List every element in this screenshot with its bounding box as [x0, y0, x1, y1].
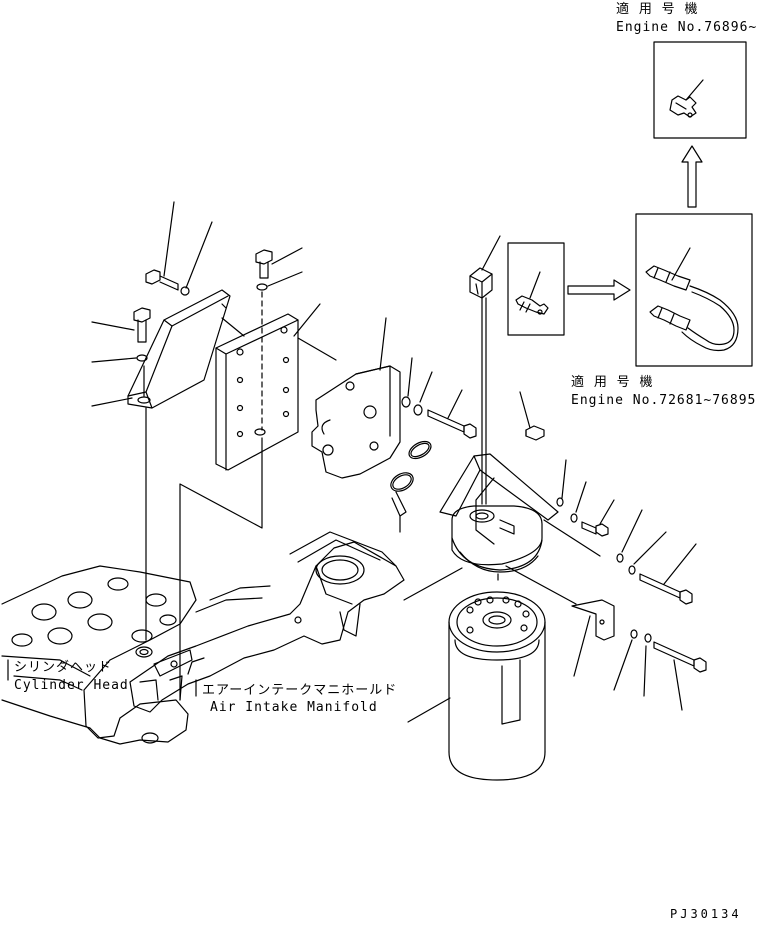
guide-line	[544, 520, 600, 556]
guide-line	[222, 318, 336, 360]
leader-line	[520, 392, 530, 428]
leader-line	[408, 698, 450, 722]
leader-line	[92, 358, 136, 362]
drawing-number: PJ30134	[670, 907, 742, 921]
upgrade-arrow-right	[568, 280, 630, 300]
sensor-detail-box-top	[654, 42, 746, 138]
sensor-detail-box-small	[508, 243, 564, 335]
washer	[629, 566, 635, 574]
harness-connector-a	[646, 266, 690, 290]
leader-line	[482, 236, 500, 270]
leader-line	[672, 248, 690, 280]
applicability-label-top-en: Engine No.76896~	[616, 20, 758, 35]
leader-line	[576, 482, 586, 512]
leader-line	[408, 358, 412, 396]
o-ring-large	[409, 441, 431, 460]
upgrade-arrow-up	[682, 146, 702, 207]
washer	[645, 634, 651, 642]
leader-line	[380, 318, 386, 370]
o-ring-large	[406, 438, 434, 462]
washer	[414, 405, 422, 415]
leader-line	[92, 322, 134, 330]
washer	[402, 397, 410, 407]
leader-line	[562, 460, 566, 498]
bolt-bottom-right	[654, 642, 706, 672]
sensor-plug-part	[670, 96, 696, 117]
plug	[526, 426, 544, 440]
washer	[571, 514, 577, 522]
cylinder-head-label-en: Cylinder Head	[14, 678, 129, 693]
filter-mount-bracket	[440, 454, 558, 544]
washer	[557, 498, 563, 506]
guide-line	[506, 566, 576, 604]
leader-line	[614, 640, 632, 690]
leader-line	[600, 500, 614, 524]
leader-line	[574, 616, 590, 676]
air-intake-label-en: Air Intake Manifold	[210, 700, 378, 715]
applicability-label-mid-jp: 適 用 号 機	[571, 375, 654, 390]
bolt-small	[582, 522, 608, 536]
washer	[617, 554, 623, 562]
leader-line	[294, 304, 320, 336]
leader-line	[186, 222, 212, 288]
small-l-bracket	[572, 600, 614, 640]
leader-line	[92, 398, 132, 406]
bolt-mid-left	[134, 308, 150, 342]
air-intake-label-jp: エアーインテークマニホールド	[202, 683, 398, 698]
harness-connector-b	[650, 306, 690, 330]
washer	[181, 287, 189, 295]
air-intake-manifold	[130, 532, 404, 712]
leader-line	[448, 390, 462, 418]
applicability-label-top-jp: 適 用 号 機	[616, 2, 699, 17]
sensor-connector-head	[470, 268, 492, 504]
leader-line	[674, 660, 682, 710]
cylinder-head-label-jp: シリンダヘッド	[14, 660, 113, 675]
leader-line	[420, 372, 432, 402]
leader-line	[634, 532, 666, 564]
leader-line	[272, 248, 302, 264]
sensor-harness-detail-box	[636, 214, 752, 366]
leader-line	[268, 272, 302, 286]
leader-line	[686, 80, 703, 100]
filter-head-housing	[312, 366, 400, 478]
leader-line	[530, 272, 540, 298]
long-bolt	[428, 410, 476, 438]
bolt-center	[256, 250, 272, 278]
sensor-part	[516, 296, 548, 314]
leader-line	[644, 646, 646, 696]
filter-cartridge	[449, 592, 545, 780]
washer	[137, 355, 147, 361]
harness-wire	[682, 286, 738, 351]
long-bolt-right	[640, 574, 692, 604]
washer	[257, 284, 267, 290]
filter-head	[452, 506, 542, 580]
leader-line	[664, 544, 696, 584]
cylinder-head	[2, 566, 196, 744]
bolt-upper-left	[146, 270, 178, 290]
guide-line	[180, 438, 262, 700]
leader-line	[404, 568, 462, 600]
washer	[631, 630, 637, 638]
o-ring-with-tag	[388, 469, 417, 532]
applicability-label-mid-en: Engine No.72681~76895	[571, 393, 757, 408]
bracket-plate	[216, 314, 298, 470]
leader-line	[622, 510, 642, 552]
bracket-left	[128, 290, 230, 408]
leader-line	[164, 202, 174, 276]
